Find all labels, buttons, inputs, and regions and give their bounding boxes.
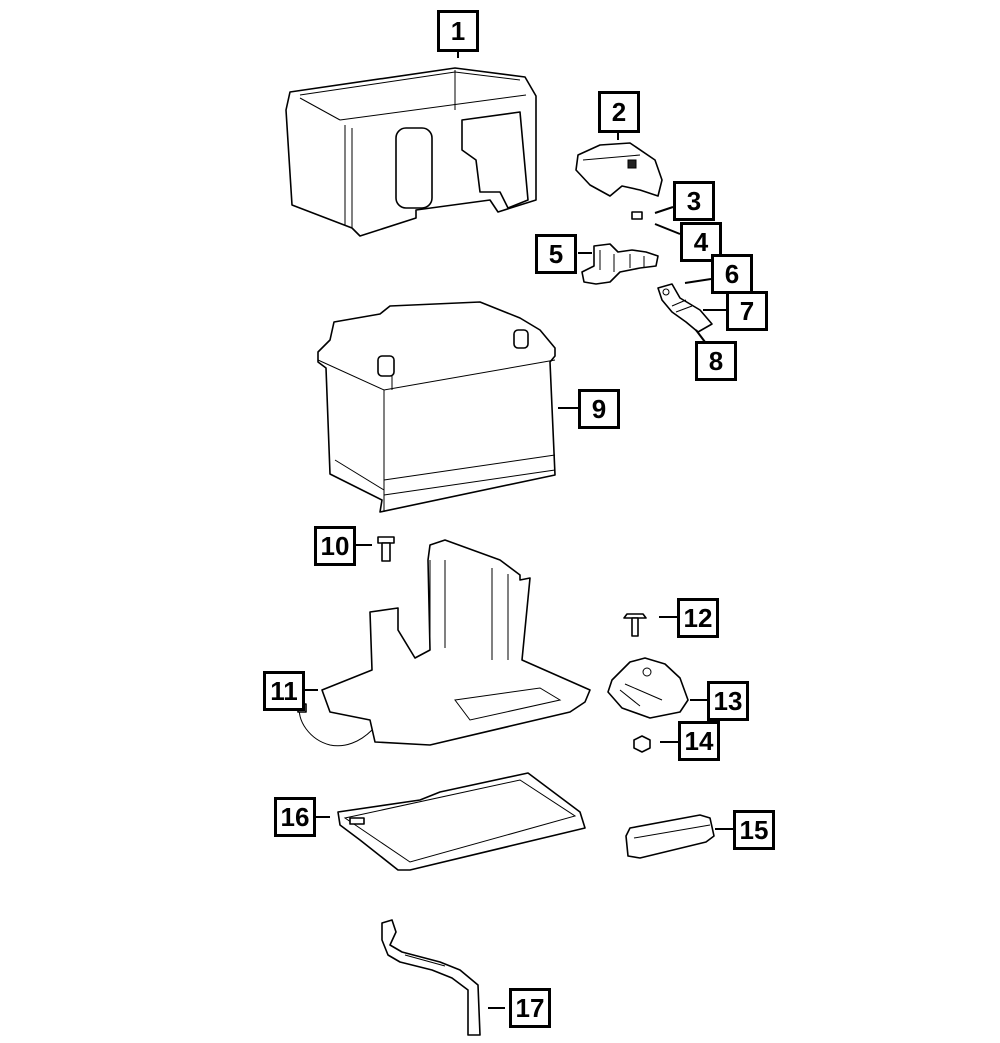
part-6-7-8-cable-terminal [657,283,713,333]
callout-11: 11 [263,671,305,711]
part-12-bolt [623,613,647,637]
part-13-bracket [607,657,689,719]
part-16-tray-liner [337,772,586,871]
callout-12: 12 [677,598,719,638]
leader-lines [305,50,733,1009]
callout-10: 10 [314,526,356,566]
callout-15: 15 [733,810,775,850]
part-17-vent-tube [381,919,481,1036]
part-15-cover [625,814,715,859]
callout-6: 6 [711,254,753,294]
callout-2: 2 [598,91,640,133]
callout-13: 13 [707,681,749,721]
part-11-battery-tray [297,539,591,747]
callout-17: 17 [509,988,551,1028]
part-14-nut [633,735,651,753]
part-2-terminal-cover [575,142,663,197]
callout-9: 9 [578,389,620,429]
callout-14: 14 [678,721,720,761]
callout-8: 8 [695,341,737,381]
part-9-battery [317,301,556,513]
part-5-fuse-block [581,243,659,285]
callout-1: 1 [437,10,479,52]
callout-5: 5 [535,234,577,274]
callout-16: 16 [274,797,316,837]
callout-7: 7 [726,291,768,331]
part-3-clip [631,211,643,220]
part-1-insulator-box [285,67,537,237]
callout-3: 3 [673,181,715,221]
part-10-bolt [377,536,395,562]
